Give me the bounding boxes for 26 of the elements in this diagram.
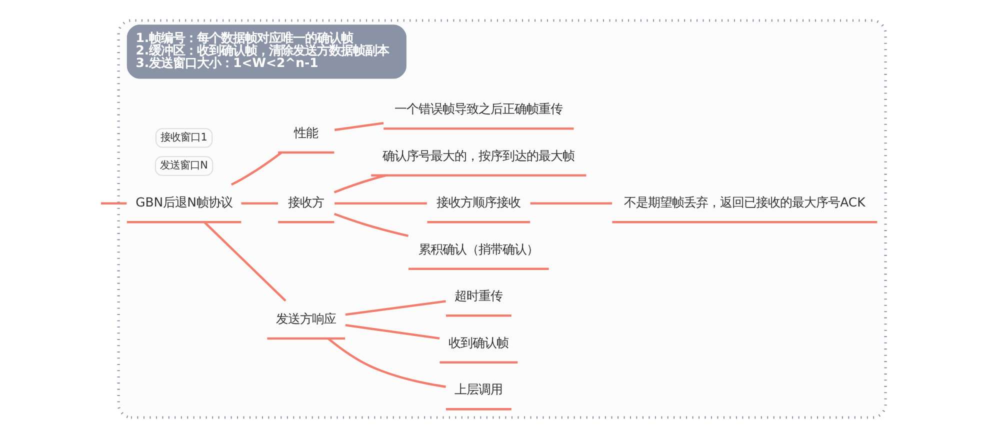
connector bbox=[344, 300, 446, 316]
node-text: 确认序号最大的，按序到达的最大帧 bbox=[382, 148, 574, 163]
connector bbox=[334, 122, 384, 132]
connector bbox=[230, 152, 282, 186]
connector bbox=[344, 324, 440, 340]
connector bbox=[530, 202, 612, 205]
node-text: 性能 bbox=[294, 125, 318, 140]
node-box: 接收窗口1 bbox=[154, 128, 212, 148]
connector bbox=[100, 202, 126, 205]
connector bbox=[333, 212, 408, 238]
node-text: 收到确认帧 bbox=[448, 334, 508, 350]
node-text: 超时重传 bbox=[454, 288, 502, 304]
node-text: 不是期望帧丢弃，返回已接收的最大序号ACK bbox=[624, 194, 865, 210]
connector bbox=[333, 174, 386, 194]
node-text: GBN后退N帧协议 bbox=[135, 194, 232, 210]
connector bbox=[334, 202, 426, 205]
connector bbox=[327, 338, 446, 388]
node-text: 接收方顺序接收 bbox=[436, 194, 520, 210]
node-text: 上层调用 bbox=[454, 382, 502, 397]
node-box: 发送窗口N bbox=[154, 156, 213, 176]
connector bbox=[203, 222, 286, 302]
node-text: 接收方 bbox=[288, 194, 324, 210]
connector bbox=[240, 202, 278, 205]
node-text: 累积确认（捎带确认） bbox=[418, 241, 538, 256]
node-text: 一个错误帧导致之后正确帧重传 bbox=[394, 101, 562, 116]
node-text: 发送方响应 bbox=[276, 311, 336, 326]
